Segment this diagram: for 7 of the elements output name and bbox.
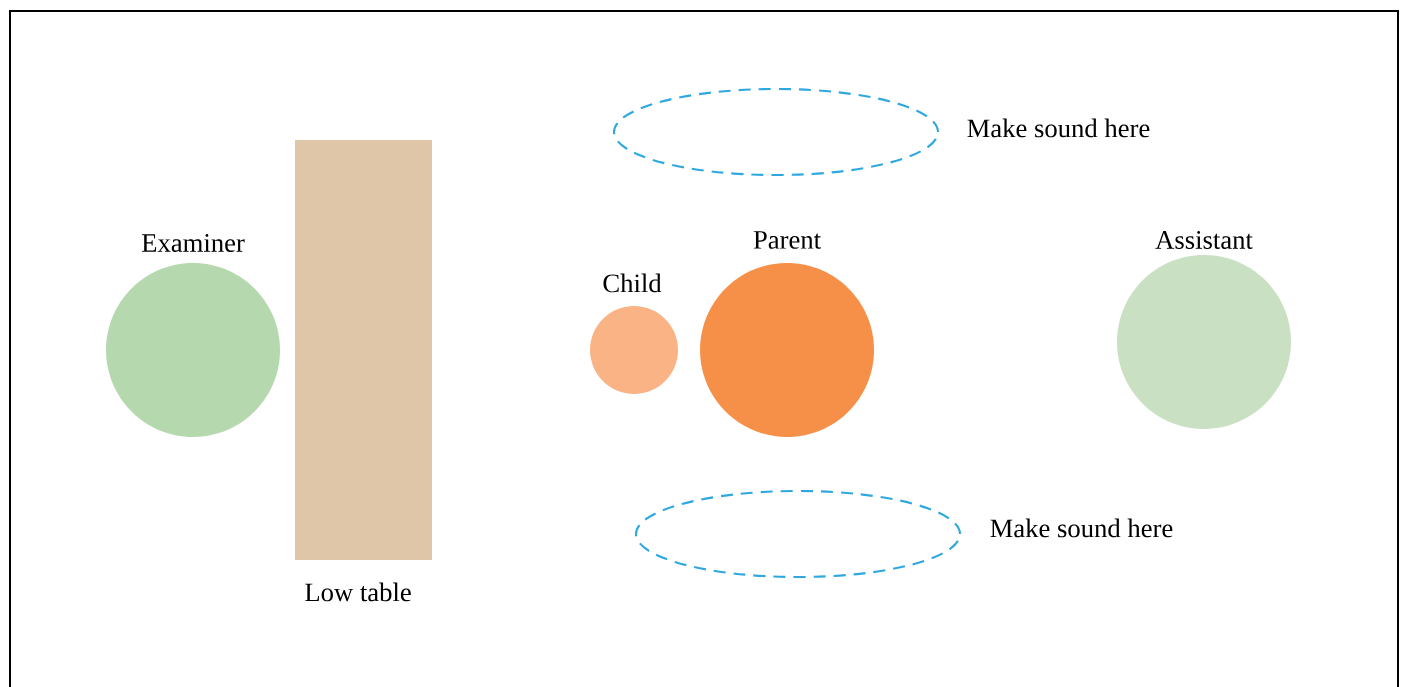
label-text: Parent (753, 231, 821, 249)
label-text: Make sound here (990, 518, 1173, 538)
label-text: Child (603, 273, 662, 293)
label-text: Make sound here (967, 118, 1150, 138)
label-text: Assistant (1155, 231, 1253, 249)
label-text: Examiner (141, 234, 245, 252)
label-text: Low table (305, 582, 411, 602)
